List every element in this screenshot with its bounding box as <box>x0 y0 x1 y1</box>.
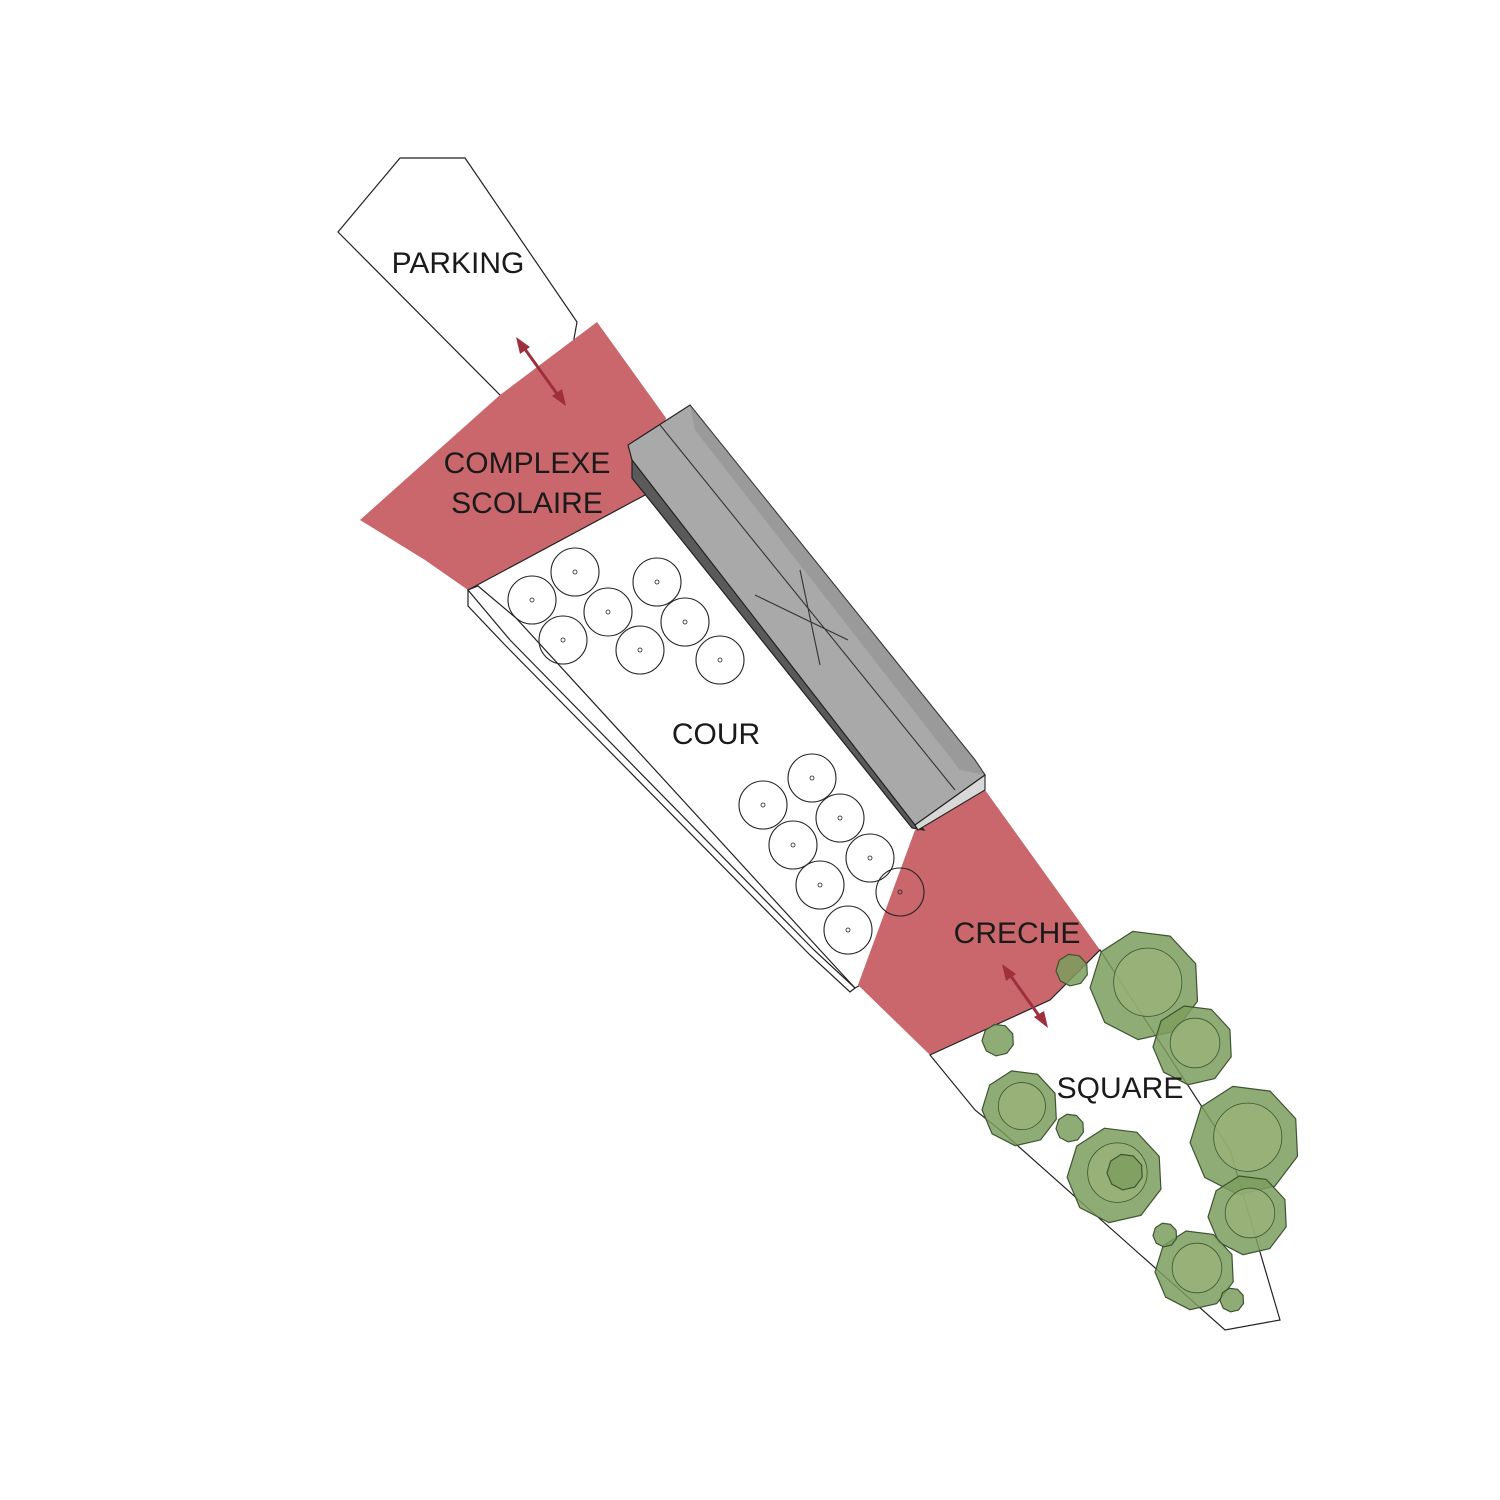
arrowhead-icon <box>1002 964 1016 981</box>
label-square: SQUARE <box>1057 1072 1184 1105</box>
creche-zone <box>858 790 1100 1055</box>
planting-circle-center <box>529 597 535 603</box>
cour-wall <box>467 585 856 993</box>
planting-circle-icon <box>815 793 865 843</box>
double-headed-arrow-icon <box>1006 971 1044 1021</box>
planting-circle-center <box>817 882 823 888</box>
planting-circle-icon <box>583 587 633 637</box>
planting-circle-icon <box>875 867 925 917</box>
tree-canopy-highlight <box>1171 1242 1223 1294</box>
planting-circle-center <box>809 775 815 781</box>
planting-circle-icon <box>507 575 557 625</box>
tree-icon <box>1219 1287 1245 1313</box>
school-building <box>627 404 986 831</box>
planting-circle-center <box>897 889 903 895</box>
planting-circle-center <box>867 855 873 861</box>
tree-icon <box>1055 953 1088 987</box>
planting-circle-icon <box>660 597 710 647</box>
planting-circle-icon <box>615 625 665 675</box>
tree-canopy-highlight <box>1213 1102 1283 1172</box>
access-arrow-bottom <box>1002 964 1048 1028</box>
planting-circle-icon <box>845 833 895 883</box>
tree-icon <box>981 1023 1014 1057</box>
tree-icon <box>1152 1222 1178 1248</box>
building-roof <box>627 404 986 826</box>
planting-circles <box>507 547 925 955</box>
planting-circle-icon <box>538 615 588 665</box>
planting-circle-icon <box>823 905 873 955</box>
tree-canopy-highlight <box>997 1082 1046 1131</box>
planting-circle-center <box>760 802 766 808</box>
planting-circle-center <box>845 927 851 933</box>
label-complexe-line1: COMPLEXE <box>444 447 611 480</box>
tree-canopy-highlight <box>1224 1187 1276 1239</box>
planting-circle-center <box>637 647 643 653</box>
arrowhead-icon <box>552 389 566 406</box>
planting-circle-center <box>605 609 611 615</box>
arrowhead-icon <box>1034 1011 1048 1028</box>
label-cour: COUR <box>672 718 760 751</box>
tree-canopy-highlight <box>1113 947 1183 1017</box>
planting-circle-icon <box>787 753 837 803</box>
planting-circle-center <box>837 815 843 821</box>
label-parking: PARKING <box>392 247 525 280</box>
tree-icon <box>1055 1113 1085 1143</box>
tree-icon <box>1106 1153 1143 1191</box>
planting-circle-icon <box>795 860 845 910</box>
double-headed-arrow-icon <box>520 344 562 399</box>
planting-circle-icon <box>695 635 745 685</box>
building-end-wall <box>914 773 986 831</box>
planting-circle-icon <box>768 820 818 870</box>
planting-circle-icon <box>632 557 682 607</box>
access-arrow-top <box>516 337 566 406</box>
planting-circle-center <box>560 637 566 643</box>
arrowhead-icon <box>516 337 530 354</box>
planting-circle-center <box>717 657 723 663</box>
planting-circle-icon <box>738 780 788 830</box>
planting-circle-center <box>790 842 796 848</box>
planting-circle-center <box>572 569 578 575</box>
planting-circle-center <box>682 619 688 625</box>
label-complexe-line2: SCOLAIRE <box>451 487 603 520</box>
planting-circle-icon <box>550 547 600 597</box>
tree-group <box>981 930 1299 1313</box>
building-roof-shade <box>690 405 985 775</box>
tree-canopy-highlight <box>1169 1017 1221 1069</box>
complexe-scolaire-zone <box>360 322 666 590</box>
planting-circle-center <box>654 579 660 585</box>
label-creche: CRECHE <box>954 917 1081 950</box>
